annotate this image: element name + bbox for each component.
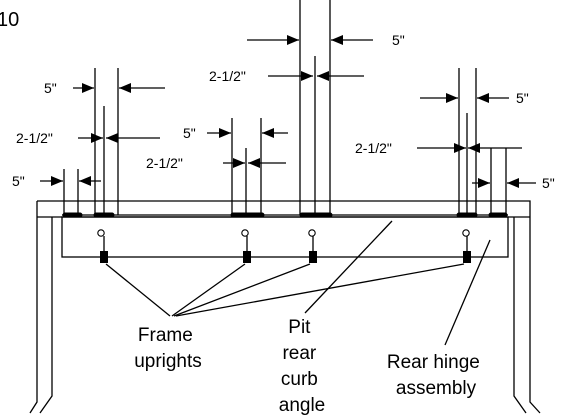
callout-pit-line4: angle [279, 395, 326, 416]
dim-center-half: 2-1/2" [209, 68, 246, 84]
extension-lines [63, 0, 507, 215]
dimension-labels: 5" 5" 2-1/2" 5" 2-1/2" 5" 2-1/2" 5" 2-1/… [12, 32, 555, 191]
callout-frame-uprights-line1: Frame [138, 325, 193, 346]
dim-left-top-5in: 5" [44, 80, 57, 96]
callout-rear-hinge-assembly: Rear hinge assembly [387, 352, 485, 399]
leader-lines [105, 220, 491, 346]
dim-left-outer-5in: 5" [12, 173, 25, 189]
dim-right-half: 2-1/2" [355, 140, 392, 156]
callout-pit-line2: rear [282, 343, 316, 364]
callout-rear-hinge-line1: Rear hinge [387, 352, 480, 373]
dim-middle-half: 2-1/2" [146, 155, 183, 171]
callout-pit-line3: curb [281, 369, 318, 390]
dim-right-outer-5in: 5" [542, 175, 555, 191]
dim-right-top-5in: 5" [516, 90, 529, 106]
dim-center-5in: 5" [392, 32, 405, 48]
frame-uprights [100, 236, 471, 263]
callout-frame-uprights-line2: uprights [134, 351, 202, 372]
callout-frame-uprights: Frame uprights [134, 325, 202, 372]
callout-pit-line1: Pit [288, 317, 311, 338]
dimension-arrows [40, 35, 536, 188]
callout-pit-rear-curb-angle: Pit rear curb angle [279, 317, 326, 416]
callout-rear-hinge-line2: assembly [396, 378, 477, 399]
dim-middle-5in: 5" [183, 125, 196, 141]
dim-left-half: 2-1/2" [16, 130, 53, 146]
hinge-pins [97, 229, 470, 237]
rear-curb-angle [61, 216, 509, 258]
figure-number: 10 [0, 9, 19, 31]
